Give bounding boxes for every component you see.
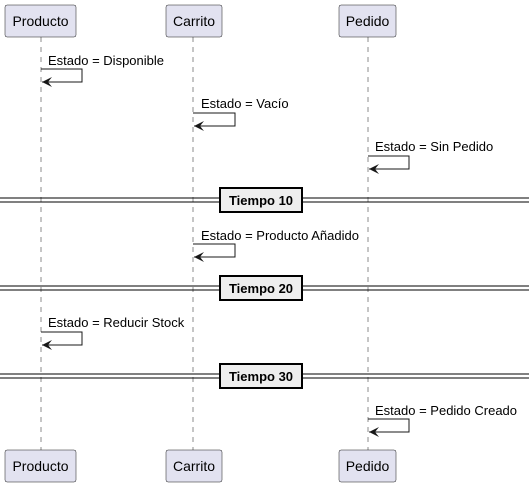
self-message: Estado = Disponible	[41, 53, 164, 87]
self-message: Estado = Producto Añadido	[193, 228, 359, 262]
participant-label: Carrito	[173, 458, 215, 474]
message-label: Estado = Disponible	[48, 53, 164, 68]
participant-pedido-top: Pedido	[338, 4, 397, 38]
self-message: Estado = Sin Pedido	[368, 139, 493, 174]
time-divider: Tiempo 20	[0, 275, 529, 301]
participant-label: Pedido	[346, 458, 390, 474]
self-message: Estado = Reducir Stock	[41, 315, 185, 350]
time-divider: Tiempo 10	[0, 187, 529, 213]
divider-label: Tiempo 30	[229, 369, 293, 384]
participant-producto-top: Producto	[4, 4, 77, 38]
participant-label: Producto	[12, 13, 68, 29]
participant-pedido-bottom: Pedido	[338, 449, 397, 483]
message-label: Estado = Producto Añadido	[201, 228, 359, 243]
participant-label: Pedido	[346, 13, 390, 29]
message-label: Estado = Pedido Creado	[375, 403, 517, 418]
message-label: Estado = Vacío	[201, 96, 289, 111]
divider-label: Tiempo 10	[229, 193, 293, 208]
divider-label: Tiempo 20	[229, 281, 293, 296]
time-divider: Tiempo 30	[0, 363, 529, 389]
self-message: Estado = Pedido Creado	[368, 403, 517, 437]
participant-carrito-bottom: Carrito	[165, 449, 223, 483]
message-label: Estado = Sin Pedido	[375, 139, 493, 154]
participant-label: Carrito	[173, 13, 215, 29]
self-message: Estado = Vacío	[193, 96, 289, 131]
message-label: Estado = Reducir Stock	[48, 315, 185, 330]
participant-producto-bottom: Producto	[4, 449, 77, 483]
participant-label: Producto	[12, 458, 68, 474]
participant-carrito-top: Carrito	[165, 4, 223, 38]
